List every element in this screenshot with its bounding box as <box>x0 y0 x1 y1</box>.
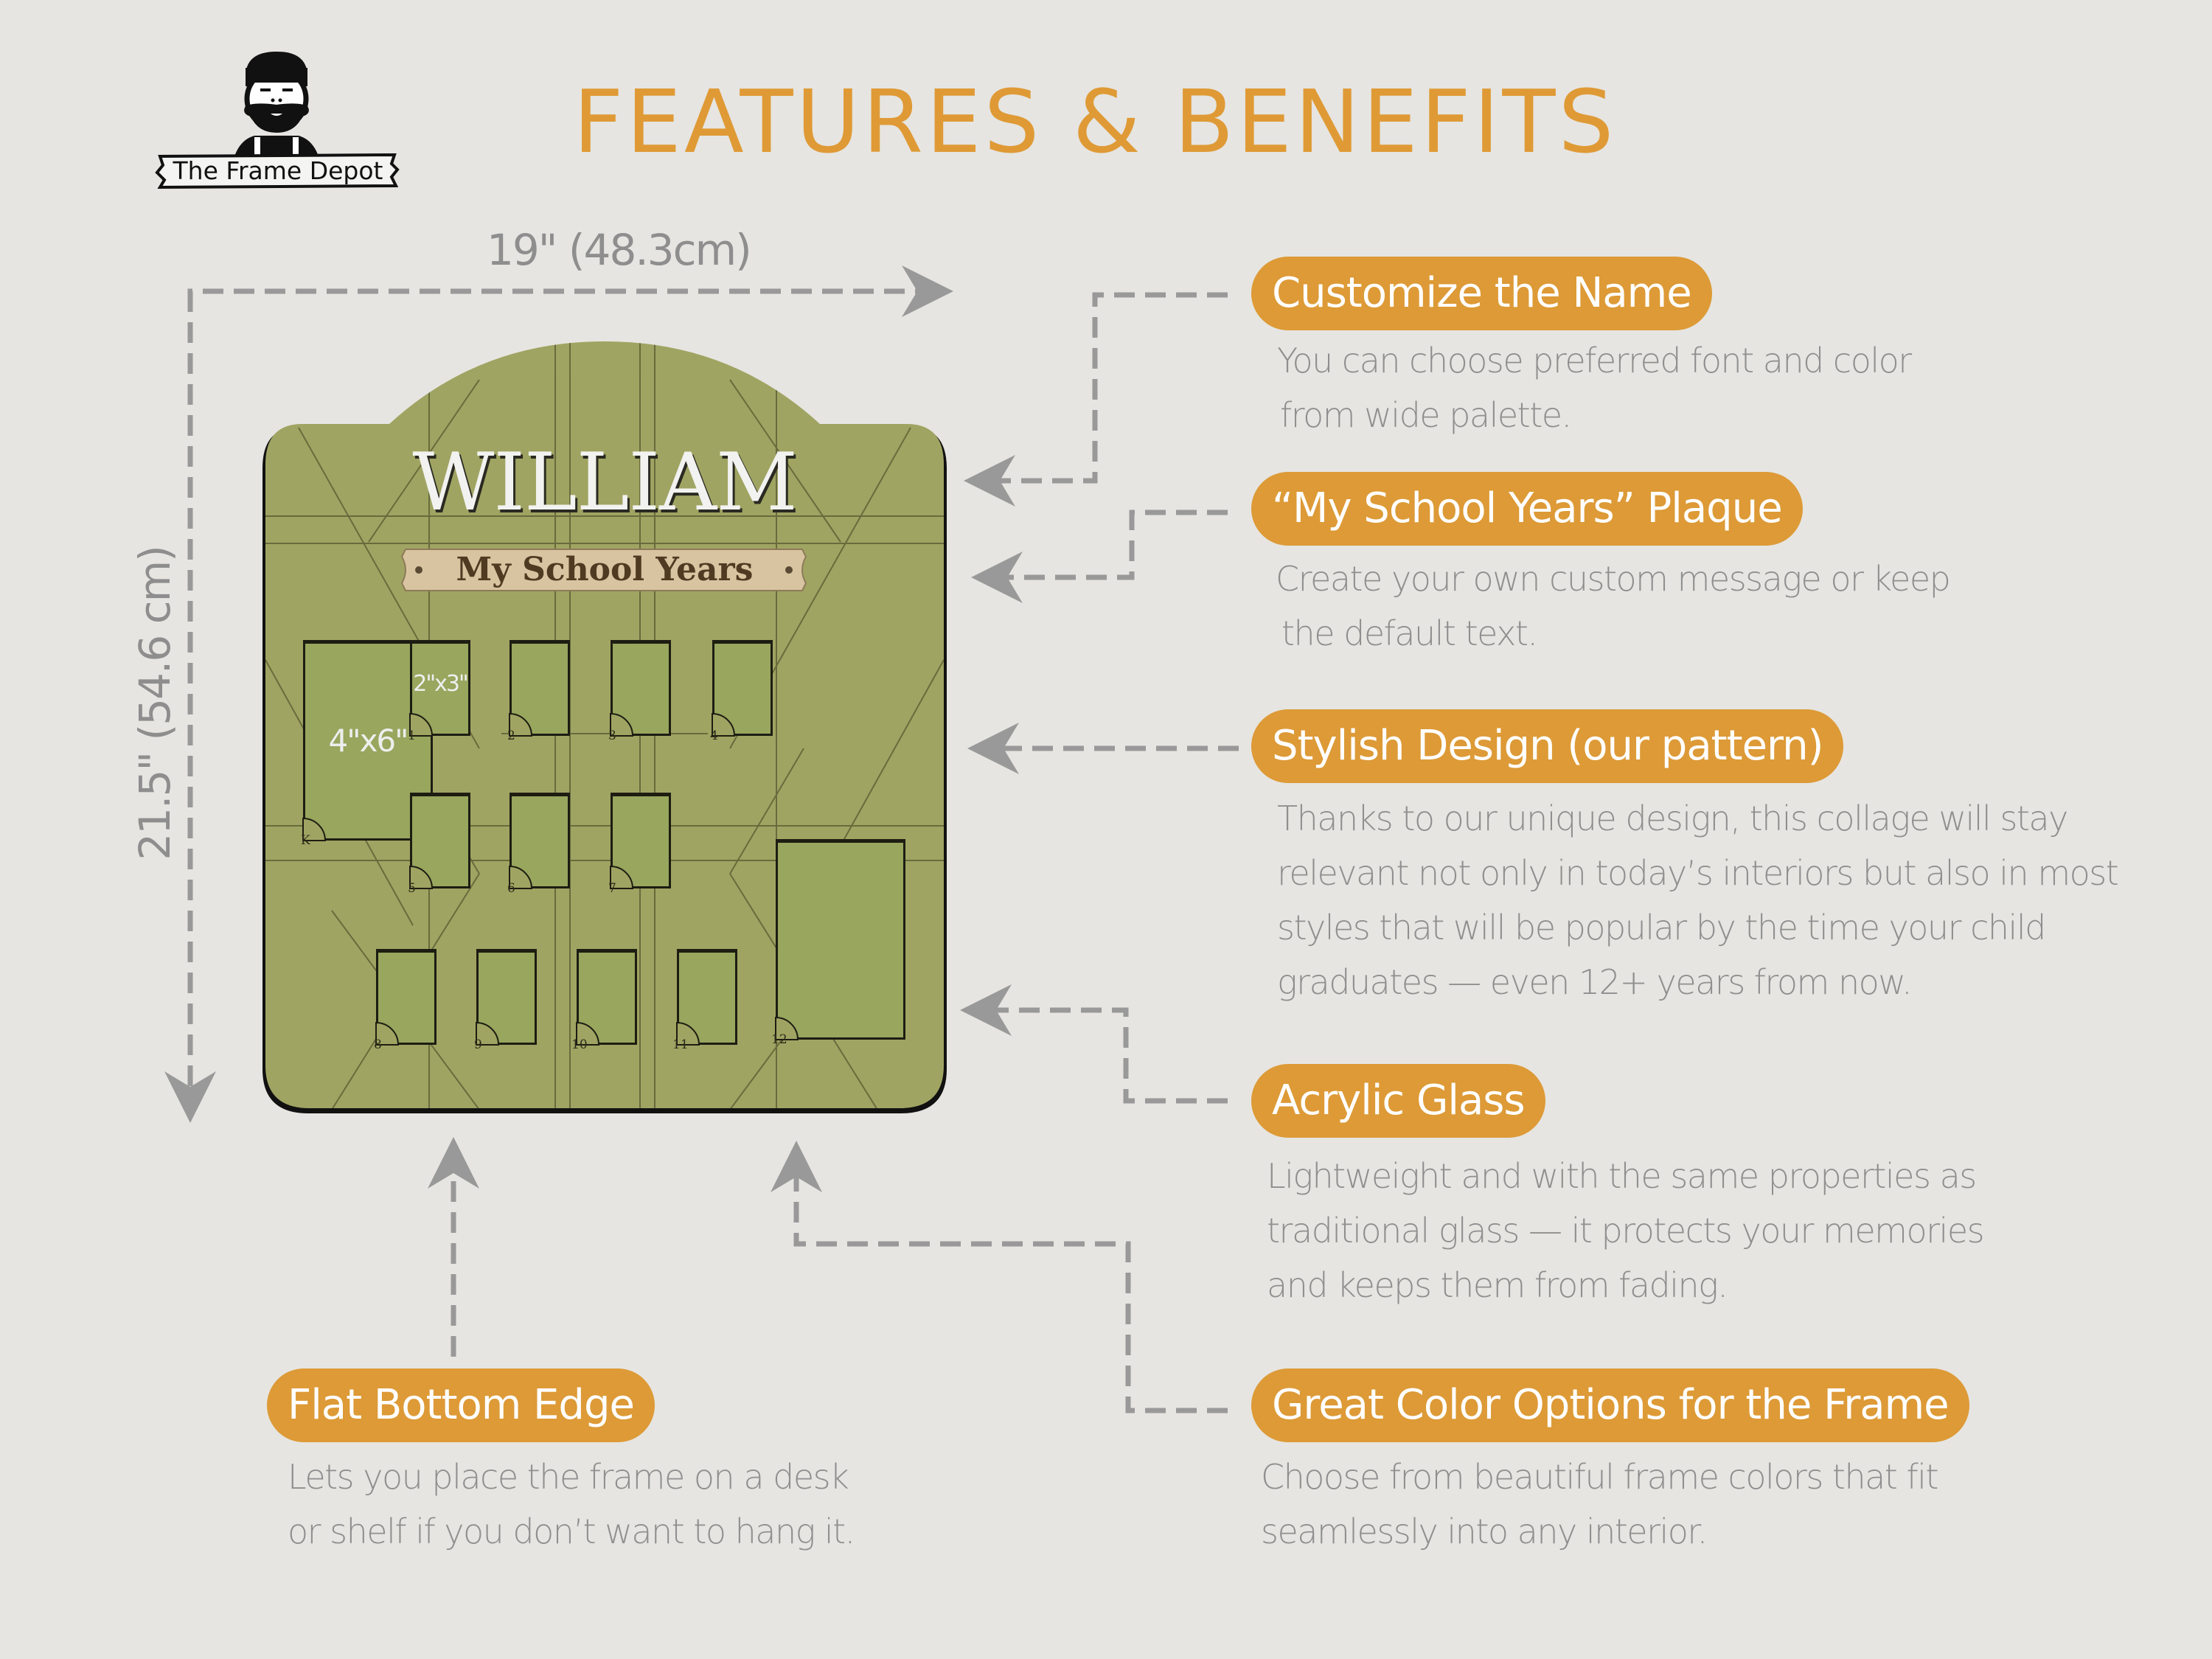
description-line: Choose from beautiful frame colors that … <box>1261 1457 1938 1497</box>
photo-collage-frame: WILLIAM My School Years 4"x6" 2"x3" K 1 … <box>258 335 951 1121</box>
opening-label: 1 <box>408 728 416 743</box>
description-line: seamlessly into any interior. <box>1261 1512 1708 1551</box>
page-title: FEATURES & BENEFITS <box>0 70 2212 173</box>
plaque-text: My School Years <box>456 551 754 588</box>
description-line: and keeps them from fading. <box>1267 1265 1728 1305</box>
feature-customize-name-badge: Customize the Name <box>1251 257 1712 330</box>
opening-label: 2 <box>507 728 515 743</box>
feature-customize-name-description: You can choose preferred font and color … <box>1277 333 1912 442</box>
feature-acrylic-glass-description: Lightweight and with the same properties… <box>1267 1149 1985 1312</box>
frame-name-text: WILLIAM <box>412 437 797 529</box>
description-line: You can choose preferred font and color <box>1277 341 1912 380</box>
opening-label: K <box>301 833 310 848</box>
description-line: Create your own custom message or keep <box>1276 559 1951 599</box>
description-line: Lightweight and with the same properties… <box>1267 1156 1977 1196</box>
opening-label: 11 <box>672 1037 689 1052</box>
feature-acrylic-glass-badge: Acrylic Glass <box>1251 1064 1545 1138</box>
feature-stylish-design-badge: Stylish Design (our pattern) <box>1251 709 1844 783</box>
feature-color-options-badge: Great Color Options for the Frame <box>1251 1368 1969 1442</box>
feature-plaque-badge: “My School Years” Plaque <box>1251 472 1803 546</box>
opening-label: 6 <box>507 881 515 896</box>
opening-label: 8 <box>374 1037 382 1052</box>
small-opening-size-label: 2"x3" <box>413 671 469 697</box>
description-line: or shelf if you don’t want to hang it. <box>288 1512 855 1551</box>
feature-plaque-description: Create your own custom message or keep t… <box>1276 552 1951 661</box>
opening-label: 4 <box>710 728 718 743</box>
brand-logo: The Frame Depot <box>151 46 402 193</box>
large-opening-size-label: 4"x6" <box>328 723 409 759</box>
description-line: Thanks to our unique design, this collag… <box>1277 799 2068 838</box>
brand-name: The Frame Depot <box>173 156 383 185</box>
description-line: from wide palette. <box>1280 395 1572 435</box>
opening-label: 5 <box>408 881 416 896</box>
description-line: relevant not only in today’s interiors b… <box>1277 853 2119 893</box>
width-dimension-label: 19" (48.3cm) <box>487 225 752 275</box>
description-line: styles that will be popular by the time … <box>1277 908 2046 947</box>
opening-label: 7 <box>608 881 616 896</box>
feature-flat-bottom-badge: Flat Bottom Edge <box>267 1368 655 1442</box>
height-dimension-label: 21.5" (54.6 cm) <box>130 546 180 860</box>
description-line: the default text. <box>1281 613 1538 653</box>
page-title-text: FEATURES & BENEFITS <box>573 71 1617 173</box>
description-line: traditional glass — it protects your mem… <box>1267 1211 1985 1251</box>
frame-graphic <box>262 341 947 1113</box>
opening-label: 10 <box>571 1037 588 1052</box>
description-line: Lets you place the frame on a desk <box>288 1457 849 1497</box>
feature-color-options-description: Choose from beautiful frame colors that … <box>1261 1450 1938 1559</box>
feature-stylish-design-description: Thanks to our unique design, this collag… <box>1277 791 2119 1009</box>
opening-label: 12 <box>771 1032 787 1047</box>
description-line: graduates — even 12+ years from now. <box>1277 962 1913 1002</box>
opening-label: 9 <box>474 1037 482 1052</box>
bearded-man-mascot-icon <box>155 52 400 189</box>
opening-label: 3 <box>608 728 616 743</box>
feature-flat-bottom-description: Lets you place the frame on a desk or sh… <box>288 1450 855 1559</box>
